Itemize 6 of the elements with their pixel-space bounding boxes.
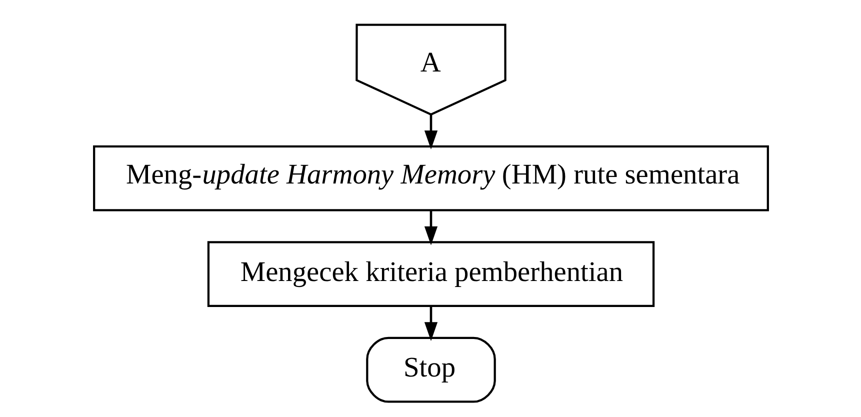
node-box: Mengecek kriteria pemberhentian	[206, 241, 654, 308]
arrow	[424, 306, 438, 341]
node-box: Stop	[366, 336, 496, 403]
arrow	[424, 210, 438, 246]
node-box: Meng-update Harmony Memory (HM) rute sementara	[92, 145, 768, 212]
arrow	[424, 114, 438, 150]
